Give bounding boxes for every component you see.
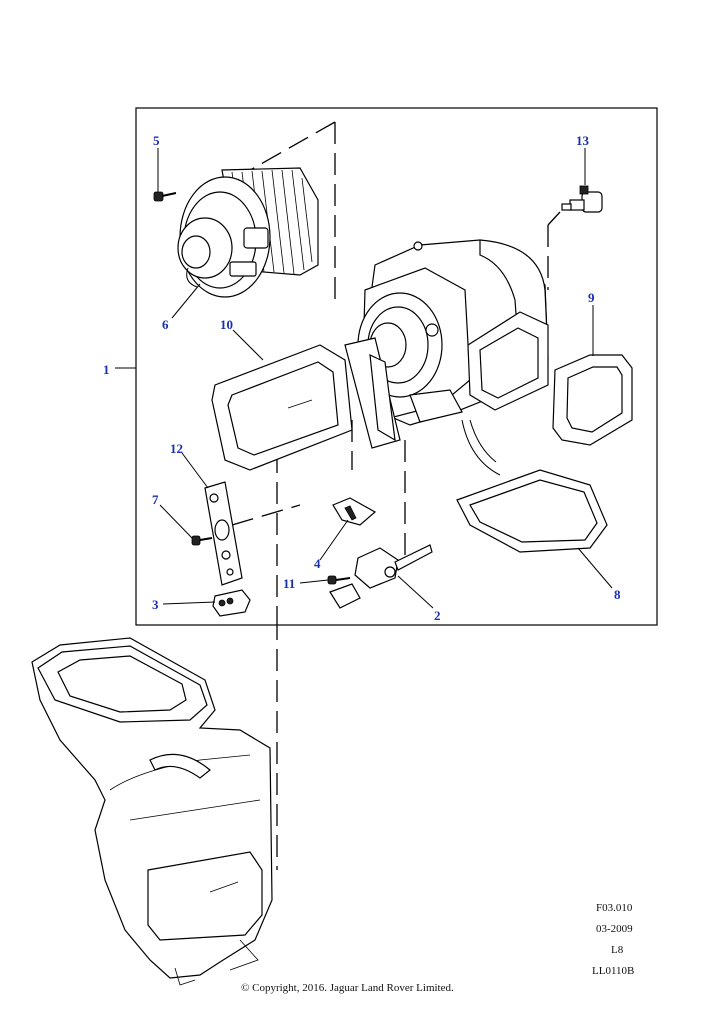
screw-5 [153, 191, 177, 202]
actuator-2 [329, 544, 433, 609]
housing-outlet [467, 311, 549, 411]
connector-3 [212, 589, 251, 617]
blower-motor-fan [177, 167, 319, 298]
callout-3: 3 [152, 597, 159, 612]
callout-10: 10 [220, 317, 233, 332]
bracket-12 [204, 481, 243, 586]
clip-4 [332, 497, 377, 526]
callout-5: 5 [153, 133, 160, 148]
seal-8 [456, 469, 608, 553]
screw-11 [327, 575, 351, 585]
callout-6: 6 [162, 317, 169, 332]
callout-13: 13 [576, 133, 590, 148]
callout-4: 4 [314, 556, 321, 571]
callout-2: 2 [434, 608, 441, 623]
callout-8: 8 [614, 587, 621, 602]
seal-10 [211, 344, 353, 471]
figure-reference: F03.010 [596, 902, 633, 914]
assembly-frame [135, 107, 658, 626]
callout-7: 7 [152, 492, 159, 507]
lower-duct [31, 637, 273, 986]
model-code: L8 [611, 944, 624, 956]
callout-9: 9 [588, 290, 595, 305]
callout-1: 1 [103, 362, 110, 377]
seal-9 [552, 354, 633, 446]
drawing-number: LL0110B [592, 965, 635, 977]
callout-11: 11 [283, 576, 295, 591]
leader-lines [157, 148, 613, 609]
callout-labels: 5 13 9 10 6 1 12 7 4 11 3 2 8 [103, 133, 621, 623]
figure-date: 03-2009 [596, 923, 633, 935]
sensor-13 [561, 185, 603, 213]
callout-12: 12 [170, 441, 183, 456]
copyright-notice: © Copyright, 2016. Jaguar Land Rover Lim… [241, 982, 454, 994]
screw-7 [191, 535, 213, 546]
